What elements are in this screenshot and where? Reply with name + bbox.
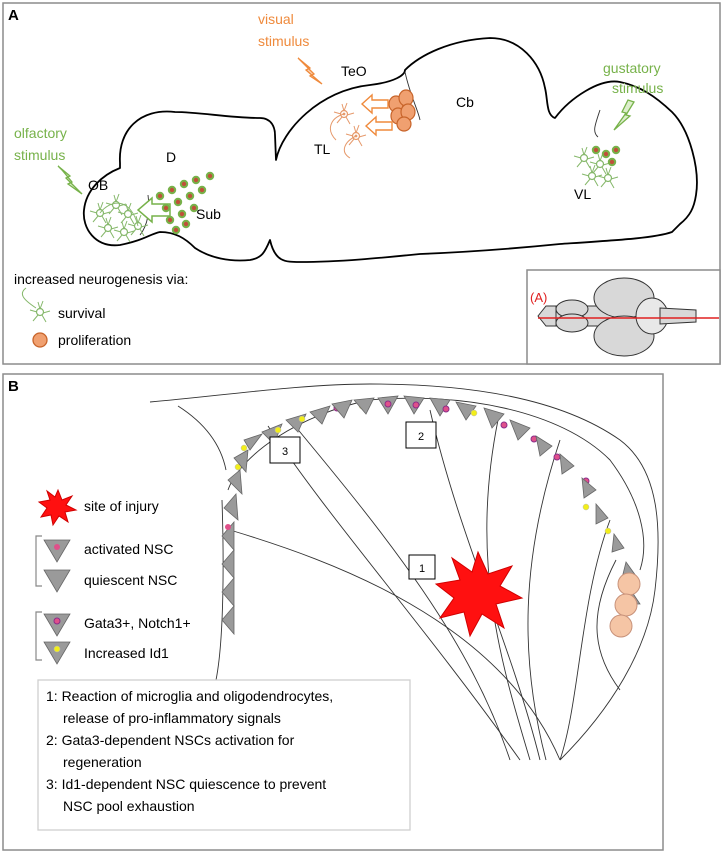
- ob-migration-arrow-icon: [136, 196, 171, 224]
- visual-stimulus-line1: visual: [258, 11, 294, 27]
- injury-star-icon: [434, 550, 524, 638]
- inset-label: (A): [530, 290, 547, 305]
- teo-arrow-upper-icon: [360, 93, 389, 115]
- legend-id1-nsc-icon: [43, 641, 71, 665]
- legend-injury-star-icon: [37, 488, 78, 527]
- olfactory-stimulus-line2: stimulus: [14, 147, 65, 163]
- panel-b-frame: [2, 373, 664, 851]
- legend-injury: site of injury: [84, 498, 159, 514]
- gustatory-stimulus-line1: gustatory: [603, 60, 661, 76]
- panel-b: B: [2, 373, 664, 851]
- tissue-inner-contour: [227, 397, 645, 571]
- panel-b-letter: B: [8, 378, 19, 395]
- panel-a-frame: [2, 2, 721, 365]
- svg-text:3: 3: [282, 446, 288, 458]
- legend-gata3: Gata3+, Notch1+: [84, 615, 191, 631]
- legend-quiescent: quiescent NSC: [84, 572, 177, 588]
- brain-sagittal-outline: [82, 37, 698, 263]
- marker-box-1: 1: [408, 554, 436, 580]
- teo-neurons: [329, 102, 367, 159]
- note-1-line2: release of pro-inflammatory signals: [63, 710, 281, 726]
- svg-text:1: 1: [419, 563, 425, 575]
- legend-quiescent-nsc-icon: [43, 569, 71, 593]
- legend-activated: activated NSC: [84, 541, 173, 557]
- tissue-outer-contour: [149, 383, 659, 761]
- svg-text:2: 2: [418, 431, 424, 443]
- peach-cells: [609, 572, 641, 638]
- olfactory-lightning-icon: [57, 165, 83, 195]
- legend-gata3-nsc-icon: [43, 613, 71, 637]
- note-3-line2: NSC pool exhaustion: [63, 798, 195, 814]
- region-teo: TeO: [341, 63, 367, 79]
- teo-proliferation-cluster: [388, 89, 416, 132]
- region-d: D: [166, 149, 176, 165]
- proliferation-cell-icon: [32, 332, 48, 348]
- ob-survival-neurons: [89, 193, 149, 243]
- visual-stimulus-line2: stimulus: [258, 33, 309, 49]
- region-ob: OB: [88, 177, 108, 193]
- region-cb: Cb: [456, 94, 474, 110]
- region-vl: VL: [574, 186, 591, 202]
- gustatory-lightning-icon: [613, 99, 635, 131]
- legend-proliferation: proliferation: [58, 332, 131, 348]
- panel-a-letter: A: [8, 7, 19, 24]
- region-sub: Sub: [196, 206, 221, 222]
- inset-dorsal-view: (A): [526, 269, 721, 365]
- note-3-line1: 3: Id1-dependent NSC quiescence to preve…: [46, 776, 326, 792]
- note-2-line1: 2: Gata3-dependent NSCs activation for: [46, 732, 295, 748]
- marker-box-2: 2: [405, 421, 437, 449]
- legend-id1: Increased Id1: [84, 645, 169, 661]
- note-2-line2: regeneration: [63, 754, 142, 770]
- visual-lightning-icon: [297, 57, 323, 85]
- teo-arrow-lower-icon: [364, 115, 393, 137]
- olfactory-stimulus-line1: olfactory: [14, 125, 67, 141]
- legend-heading: increased neurogenesis via:: [14, 271, 188, 287]
- region-tl: TL: [314, 141, 331, 157]
- panel-a: A Cb TeO D TL OB Sub VL visual stimulus …: [2, 2, 721, 365]
- note-1-line1: 1: Reaction of microglia and oligodendro…: [46, 688, 333, 704]
- legend-activated-nsc-icon: [43, 539, 71, 563]
- gustatory-stimulus-line2: stimulus: [612, 80, 663, 96]
- survival-neuron-icon: [21, 287, 51, 323]
- nsc-row: [221, 395, 641, 636]
- notes-box: [37, 679, 411, 831]
- marker-box-3: 3: [269, 436, 301, 464]
- legend-survival: survival: [58, 305, 105, 321]
